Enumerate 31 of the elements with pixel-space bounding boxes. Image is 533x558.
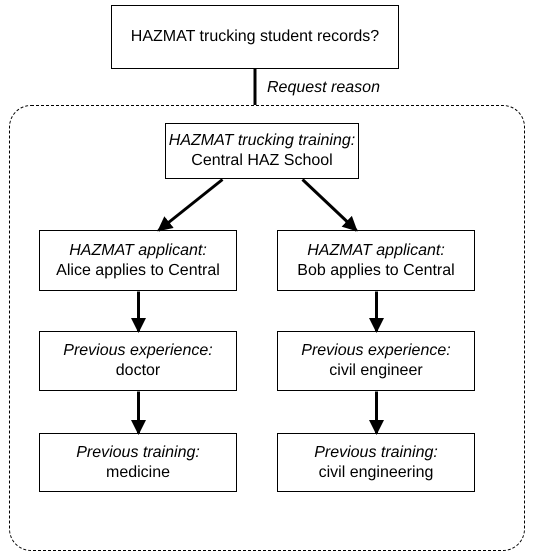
process-box bbox=[39, 230, 237, 291]
arrow bbox=[131, 292, 146, 333]
box-text: Bob applies to Central bbox=[297, 260, 455, 280]
box-text: civil engineer bbox=[329, 361, 423, 381]
arrow bbox=[301, 178, 358, 232]
process-box bbox=[165, 123, 359, 179]
arrow bbox=[369, 392, 384, 435]
box-heading: Previous training: bbox=[314, 442, 438, 462]
process-box bbox=[277, 331, 475, 391]
box-heading: HAZMAT trucking training: bbox=[168, 131, 356, 151]
process-box bbox=[111, 5, 399, 69]
box-text: doctor bbox=[116, 361, 160, 381]
box-text: medicine bbox=[106, 462, 170, 482]
box-heading: Previous experience: bbox=[301, 341, 451, 361]
box-text: HAZMAT trucking student records? bbox=[130, 27, 380, 47]
box-text: civil engineering bbox=[318, 462, 434, 482]
box-heading: HAZMAT applicant: bbox=[69, 240, 207, 260]
process-box bbox=[277, 433, 475, 492]
group-frame bbox=[9, 105, 525, 551]
box-text: Central HAZ School bbox=[191, 151, 333, 171]
connector-line bbox=[254, 69, 256, 105]
process-box bbox=[277, 230, 475, 291]
arrow bbox=[369, 292, 384, 333]
box-heading: HAZMAT applicant: bbox=[307, 240, 445, 260]
box-heading: Previous experience: bbox=[63, 341, 213, 361]
arrow bbox=[131, 392, 146, 435]
process-box bbox=[39, 433, 237, 492]
arrow bbox=[157, 178, 224, 232]
process-box bbox=[39, 331, 237, 391]
box-heading: Previous training: bbox=[76, 442, 200, 462]
box-text: Alice applies to Central bbox=[56, 260, 220, 280]
